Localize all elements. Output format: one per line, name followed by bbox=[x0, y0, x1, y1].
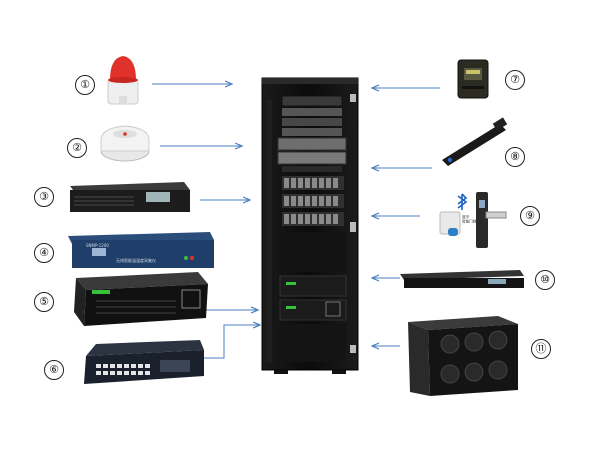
ip-controller-icon bbox=[68, 232, 214, 268]
callout-6: ⑥ bbox=[44, 360, 64, 380]
callout-4: ④ bbox=[34, 243, 54, 263]
connector-arrows bbox=[152, 84, 440, 359]
server-rack bbox=[261, 77, 359, 374]
callout-8: ⑧ bbox=[505, 147, 525, 167]
strobe-alarm-icon bbox=[107, 56, 139, 105]
lock-tag-label: 蓝牙智能门锁 bbox=[462, 214, 477, 223]
callout-1: ① bbox=[75, 75, 95, 95]
callout-3: ③ bbox=[34, 187, 54, 207]
bluetooth-icon bbox=[457, 193, 468, 210]
sensor-box-icon bbox=[457, 59, 489, 99]
callout-10: ⑩ bbox=[535, 270, 555, 290]
led-bar-icon bbox=[442, 117, 508, 166]
rack-ups-icon bbox=[400, 270, 524, 288]
ip-controller-caption: 无线智能温湿度采集仪 bbox=[116, 257, 156, 263]
ip-controller-code: SNMP-1200 bbox=[86, 243, 109, 248]
callout-5: ⑤ bbox=[34, 292, 54, 312]
ups-icon bbox=[74, 272, 208, 326]
arrow-6 bbox=[200, 325, 260, 359]
rack-drive-bays bbox=[282, 176, 344, 226]
air-conditioner-icon bbox=[408, 316, 518, 396]
callout-7: ⑦ bbox=[505, 70, 525, 90]
door-lock-icon bbox=[439, 192, 507, 248]
callout-2: ② bbox=[67, 138, 87, 158]
rack-server-icon bbox=[70, 182, 190, 212]
callout-9: ⑨ bbox=[520, 206, 540, 226]
network-switch-icon bbox=[84, 340, 204, 384]
smoke-detector-icon bbox=[100, 125, 150, 162]
callout-11: ⑪ bbox=[531, 339, 551, 359]
